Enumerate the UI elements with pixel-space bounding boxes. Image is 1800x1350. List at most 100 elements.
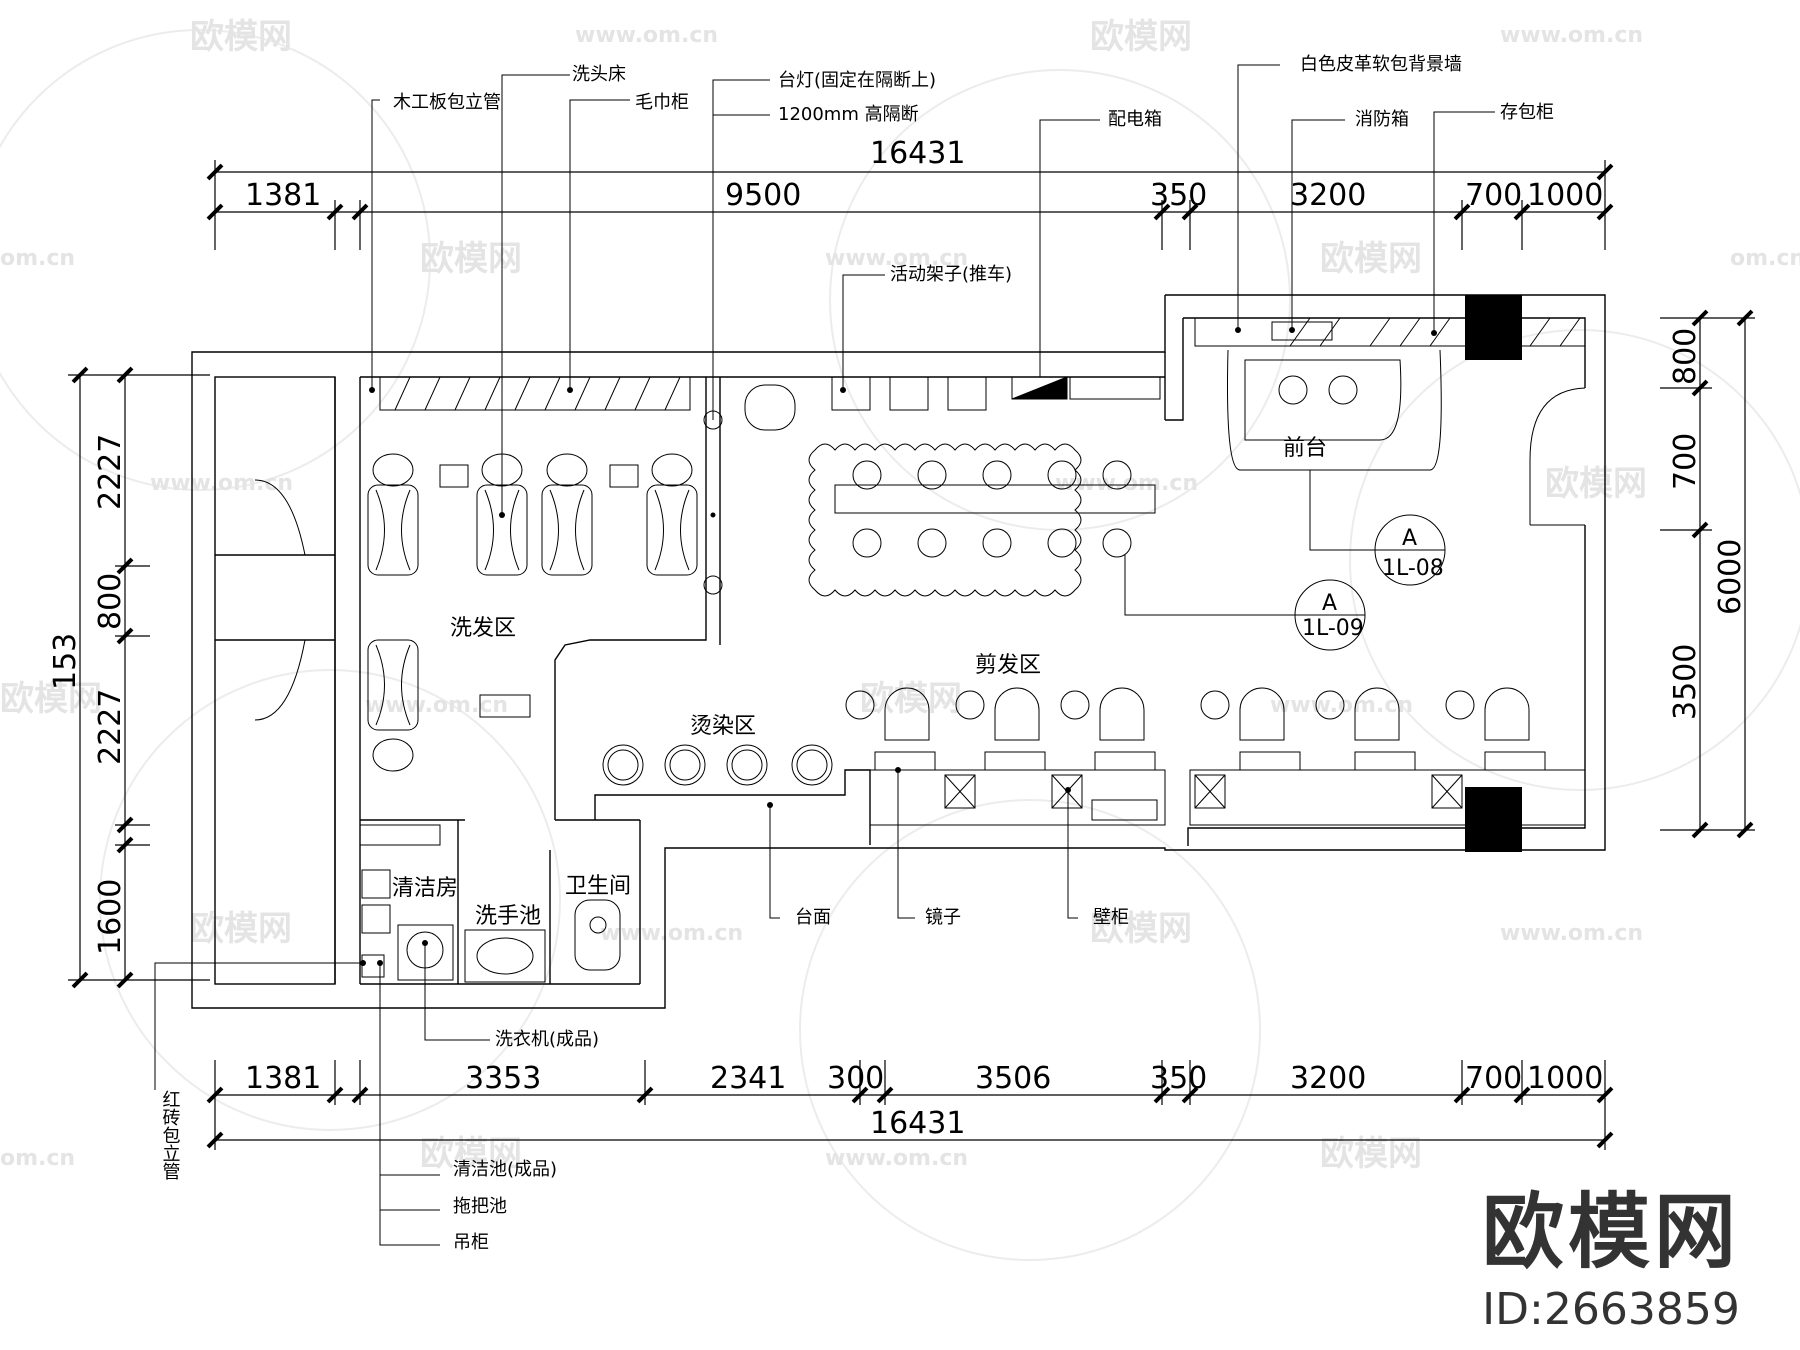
watermark-url-3: www.om.cn xyxy=(825,246,968,271)
watermark-url-8: www.om.cn xyxy=(600,921,743,946)
dim-top-350: 350 xyxy=(1150,178,1207,213)
section-a2-bot: 1L-09 xyxy=(1302,616,1364,641)
dim-right-3500: 3500 xyxy=(1668,644,1703,720)
label-mop-basin: 拖把池 xyxy=(453,1196,507,1217)
label-cut-zone: 剪发区 xyxy=(975,653,1041,678)
dim-left-1600: 1600 xyxy=(93,879,128,955)
watermark-url-11: om.cn xyxy=(0,246,75,271)
wash-bed-1 xyxy=(367,453,419,576)
label-wash-zone: 洗发区 xyxy=(450,616,516,641)
mobile-racks xyxy=(831,376,987,411)
label-cleaning-room: 清洁房 xyxy=(392,876,458,901)
annotation-labels: 木工板包立管 洗头床 毛巾柜 台灯(固定在隔断上) 1200mm 高隔断 活动架… xyxy=(160,54,1555,1253)
electric-box xyxy=(1011,376,1161,400)
left-dimension-values: 2227 800 2227 1600 153 xyxy=(48,434,128,955)
dim-right-800: 800 xyxy=(1668,328,1703,385)
cutting-chairs xyxy=(845,687,1586,826)
top-dimension-lines xyxy=(206,160,1614,250)
section-a1-bot: 1L-08 xyxy=(1382,556,1444,581)
wash-bed-3 xyxy=(541,453,593,576)
dim-bot-3353: 3353 xyxy=(465,1061,541,1096)
watermark-url-1: www.om.cn xyxy=(575,23,718,48)
dim-bot-350: 350 xyxy=(1150,1061,1207,1096)
dim-bot-1381: 1381 xyxy=(245,1061,321,1096)
watermark-text-11: 欧模网 xyxy=(1320,1134,1422,1174)
dim-top-total: 16431 xyxy=(870,136,965,171)
entrance-door xyxy=(1529,387,1586,526)
dim-top-9500: 9500 xyxy=(725,178,801,213)
label-reception: 前台 xyxy=(1283,436,1327,461)
label-washer: 洗衣机(成品) xyxy=(495,1029,599,1050)
leader-lines xyxy=(154,64,1495,1246)
watermark-url-9: www.om.cn xyxy=(1500,921,1643,946)
label-wall-cabinet: 壁柜 xyxy=(1093,907,1129,928)
label-desk-lamp: 台灯(固定在隔断上) xyxy=(778,70,936,91)
reception-desk xyxy=(1227,349,1442,471)
label-countertop: 台面 xyxy=(795,907,831,928)
top-dimension-values: 16431 1381 9500 350 3200 700 1000 xyxy=(245,136,1603,213)
watermark-url-13: om.cn xyxy=(1730,246,1800,271)
perm-chairs xyxy=(602,744,833,786)
wash-bed-5 xyxy=(367,639,419,772)
leather-wall xyxy=(1194,317,1586,347)
watermark-layer: 欧模网 欧模网 欧模网 欧模网 欧模网 欧模网 欧模网 欧模网 欧模网 欧模网 … xyxy=(0,17,1800,1261)
brand-id: ID:2663859 xyxy=(1482,1284,1740,1335)
watermark-text-10: 欧模网 xyxy=(420,1134,522,1174)
dim-left-2227-b: 2227 xyxy=(93,689,128,765)
brand-name: 欧模网 xyxy=(1481,1185,1740,1280)
left-dimension-lines xyxy=(68,366,210,989)
label-leather-wall: 白色皮革软包背景墙 xyxy=(1300,54,1462,75)
dim-right-6000: 6000 xyxy=(1713,539,1748,615)
dim-bot-3506: 3506 xyxy=(975,1061,1051,1096)
watermark-url-10: www.om.cn xyxy=(825,1146,968,1171)
wash-beds xyxy=(367,384,796,772)
watermark-text-3: 欧模网 xyxy=(420,239,522,279)
watermark-url-6: www.om.cn xyxy=(365,693,508,718)
label-fire-box: 消防箱 xyxy=(1355,109,1409,130)
dim-left-800: 800 xyxy=(93,573,128,630)
corridor-doors xyxy=(254,479,306,721)
section-markers xyxy=(1124,470,1446,651)
watermark-text-9: 欧模网 xyxy=(1090,909,1192,949)
label-locker: 存包柜 xyxy=(1500,102,1554,123)
watermark-text-5: 欧模网 xyxy=(1545,464,1647,504)
dim-bot-2341: 2341 xyxy=(710,1061,786,1096)
dim-right-700: 700 xyxy=(1668,433,1703,490)
watermark-url-12: om.cn xyxy=(0,1146,75,1171)
right-dimension-values: 800 700 3500 6000 xyxy=(1668,328,1748,720)
watermark-text-2: 欧模网 xyxy=(1090,17,1192,57)
bottom-dimension-values: 1381 3353 2341 300 3506 350 3200 700 100… xyxy=(245,1061,1603,1141)
section-a2-top: A xyxy=(1322,591,1337,616)
label-perm-zone: 烫染区 xyxy=(690,714,756,739)
dim-left-total: 153 xyxy=(48,633,83,690)
dim-bot-3200: 3200 xyxy=(1290,1061,1366,1096)
watermark-text-8: 欧模网 xyxy=(190,909,292,949)
dim-top-1000: 1000 xyxy=(1527,178,1603,213)
bottom-dimension-lines xyxy=(206,1060,1614,1150)
label-mobile-rack: 活动架子(推车) xyxy=(890,264,1012,285)
locker-column-bottom xyxy=(1465,787,1522,852)
dim-top-1381: 1381 xyxy=(245,178,321,213)
towel-cabinet xyxy=(379,376,691,411)
dim-top-700: 700 xyxy=(1465,178,1522,213)
watermark-url-5: www.om.cn xyxy=(1055,471,1198,496)
label-mirror: 镜子 xyxy=(925,907,961,928)
label-hand-basin: 洗手池 xyxy=(475,904,541,929)
watermark-text-1: 欧模网 xyxy=(190,17,292,57)
waiting-table xyxy=(808,443,1156,597)
label-partition: 1200mm 高隔断 xyxy=(778,104,919,125)
locker-column-top xyxy=(1465,295,1522,360)
label-toilet: 卫生间 xyxy=(565,874,631,899)
label-hanging-cabinet: 吊柜 xyxy=(453,1232,489,1253)
watermark-text-4: 欧模网 xyxy=(1320,239,1422,279)
dim-bot-1000: 1000 xyxy=(1527,1061,1603,1096)
label-wash-bed: 洗头床 xyxy=(572,64,626,85)
section-a1-top: A xyxy=(1402,526,1417,551)
watermark-text-6: 欧模网 xyxy=(0,679,102,719)
label-clean-basin: 清洁池(成品) xyxy=(453,1159,557,1180)
dim-top-3200: 3200 xyxy=(1290,178,1366,213)
right-dimension-lines xyxy=(1660,309,1755,839)
service-fixtures xyxy=(359,824,621,983)
wash-bed-4 xyxy=(646,453,698,576)
